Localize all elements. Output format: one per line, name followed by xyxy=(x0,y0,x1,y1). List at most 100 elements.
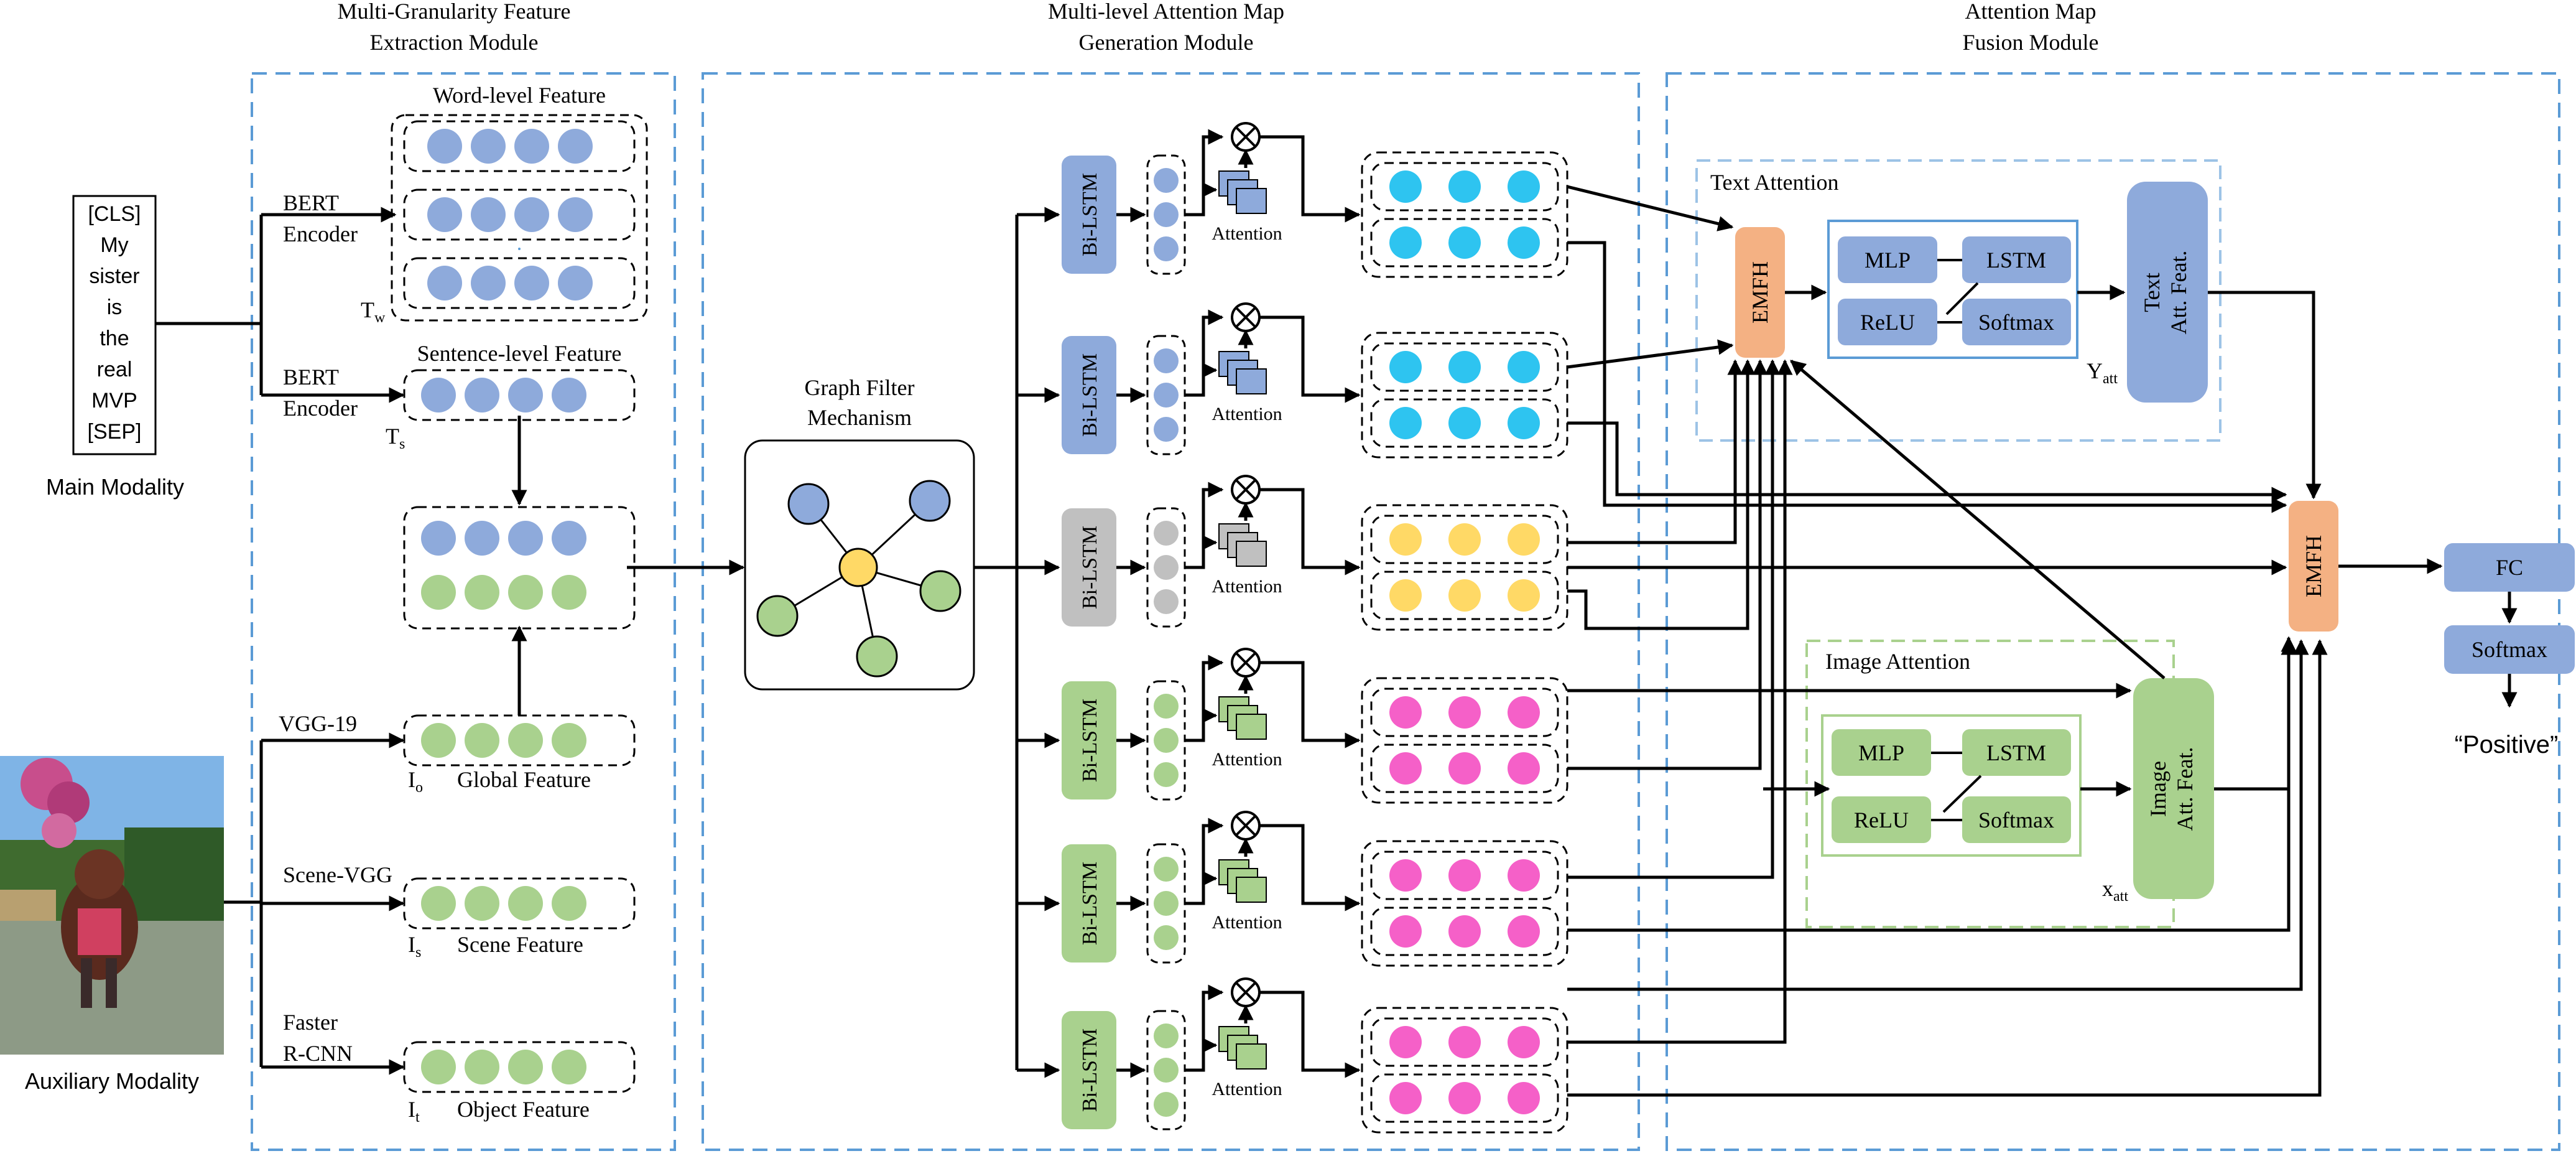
global-feature-node xyxy=(421,723,456,758)
scene-vgg-label: Scene-VGG xyxy=(283,862,392,887)
graph-filter-title-line2: Mechanism xyxy=(807,405,912,430)
hidden-to-attention-line xyxy=(1202,870,1218,903)
image-op-connectors xyxy=(1931,752,1982,821)
attention-label: Attention xyxy=(1212,749,1282,770)
main-modality-token: real xyxy=(97,358,132,381)
bilstm-label: Bi-LSTM xyxy=(1078,353,1101,437)
output-feature-node xyxy=(1389,752,1422,785)
module-title-generation-line2: Generation Module xyxy=(1079,30,1254,55)
graph-node-green-3 xyxy=(756,595,799,637)
object-feature-node xyxy=(552,1050,586,1084)
main-modality-token: is xyxy=(107,296,123,319)
branch3-bottom-to-emfh xyxy=(1567,359,1768,770)
text-relu-label: ReLU xyxy=(1860,310,1915,335)
image-relu-box xyxy=(1832,796,1931,843)
combined-image-node xyxy=(552,575,586,610)
output-feature-node xyxy=(1389,696,1422,729)
word-feature-node xyxy=(471,197,506,232)
output-group-border xyxy=(1361,151,1568,278)
word-level-feature-label: Word-level Feature xyxy=(433,83,606,108)
output-feature-node xyxy=(1389,226,1422,259)
image-softmax-label: Softmax xyxy=(1978,808,2054,832)
graph-to-branches xyxy=(974,215,1019,1070)
main-modality-connectors xyxy=(155,207,405,403)
output-feature-node xyxy=(1389,407,1422,439)
bilstm-block xyxy=(1062,508,1116,627)
branch-to-fusion-connectors xyxy=(1567,185,2328,1097)
hidden-state-node xyxy=(1154,202,1179,227)
symbol-tw: Tw xyxy=(361,297,386,326)
output-feature-node xyxy=(1508,523,1540,556)
output-softmax-label: Softmax xyxy=(2472,637,2547,662)
output-feature-node xyxy=(1448,696,1481,729)
symbol-is: Is xyxy=(408,932,421,961)
output-group-border xyxy=(1361,677,1568,804)
combined-image-node xyxy=(508,575,543,610)
attention-map-layer xyxy=(1236,188,1267,214)
bert-sentence-encoder-line2: Encoder xyxy=(283,396,358,421)
main-modality-text-box xyxy=(72,195,157,455)
text-lstm-box xyxy=(1962,236,2071,283)
sentence-feature-node xyxy=(465,378,499,413)
bert-word-encoder-line2: Encoder xyxy=(283,221,358,246)
bilstm-label: Bi-LSTM xyxy=(1078,1028,1101,1112)
branch1-bottom-to-final-emfh xyxy=(1567,421,2287,503)
output-row-border xyxy=(1370,515,1559,564)
image-lstm-label: LSTM xyxy=(1986,740,2046,765)
output-row-border xyxy=(1370,218,1559,268)
vgg19-label: VGG-19 xyxy=(279,711,357,736)
output-feature-node xyxy=(1448,1082,1481,1114)
scene-feature-node xyxy=(421,886,456,921)
output-feature-node xyxy=(1508,1026,1540,1058)
branch4-top-to-emfh xyxy=(1567,359,1781,879)
word-feature-node xyxy=(471,266,506,301)
attention-map-layer xyxy=(1236,714,1267,740)
output-feature-node xyxy=(1508,170,1540,203)
word-level-row-border xyxy=(403,257,636,309)
image-lstm-box xyxy=(1962,729,2071,776)
branch0-top-to-emfh xyxy=(1567,185,1734,231)
word-level-group-border xyxy=(391,114,648,322)
hidden-state-node xyxy=(1154,857,1179,882)
symbol-ts: Ts xyxy=(386,424,405,452)
text-attention-inner-box xyxy=(1827,220,2078,359)
scene-feature-label: Scene Feature xyxy=(457,932,583,957)
combined-text-node xyxy=(465,521,499,556)
scene-feature-border xyxy=(403,877,636,930)
auxiliary-image xyxy=(0,756,224,1055)
word-feature-node xyxy=(427,129,462,164)
generation-module-border xyxy=(702,72,1640,1151)
symbol-io: Io xyxy=(408,767,423,796)
output-feature-node xyxy=(1448,752,1481,785)
bilstm-block xyxy=(1062,156,1116,274)
bilstm-block xyxy=(1062,681,1116,799)
branch4-bottom-to-final-emfh xyxy=(1567,639,2297,932)
symbol-yatt: Yatt xyxy=(2087,358,2118,387)
output-row-border xyxy=(1370,571,1559,620)
global-feature-node xyxy=(552,723,586,758)
output-row-border xyxy=(1370,688,1559,737)
emfh-text-label: EMFH xyxy=(1748,261,1772,324)
output-feature-node xyxy=(1508,579,1540,612)
module-title-extraction-line2: Extraction Module xyxy=(370,30,539,55)
hidden-state-node xyxy=(1154,728,1179,753)
hidden-state-node xyxy=(1154,762,1179,787)
word-feature-node xyxy=(514,197,549,232)
bilstm-label: Bi-LSTM xyxy=(1078,526,1101,609)
multiply-icon-stroke xyxy=(1235,479,1256,500)
scene-feature-node xyxy=(552,886,586,921)
hidden-to-attention-line xyxy=(1202,1037,1218,1070)
output-feature-node xyxy=(1508,226,1540,259)
symbol-xatt: xatt xyxy=(2102,876,2128,905)
output-softmax-block xyxy=(2444,625,2575,674)
combined-text-node xyxy=(508,521,543,556)
combined-image-node xyxy=(465,575,499,610)
graph-filter-title-line1: Graph Filter xyxy=(805,375,915,400)
graph-node-green-2 xyxy=(856,635,898,678)
text-softmax-label: Softmax xyxy=(1978,310,2054,335)
emfh-final-block xyxy=(2289,501,2338,632)
